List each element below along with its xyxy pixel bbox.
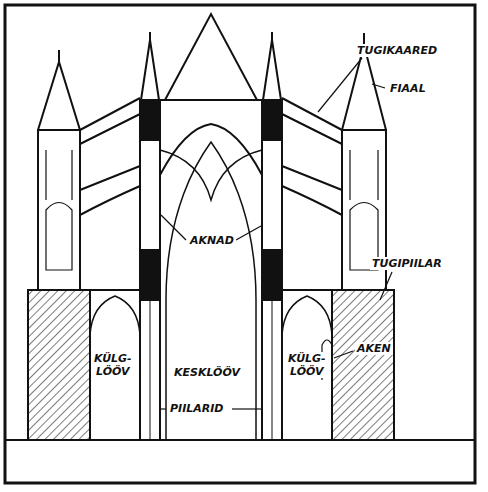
pier xyxy=(140,100,160,440)
pinnacle xyxy=(38,62,80,130)
part-label: KESKLÖÖV xyxy=(172,366,242,379)
flying-buttress xyxy=(282,166,342,215)
flying-buttress xyxy=(80,166,140,215)
pinnacle xyxy=(342,45,386,130)
part-label: TUGIPIILAR xyxy=(370,257,444,270)
pinnacle xyxy=(263,40,281,100)
buttress-tower xyxy=(38,130,80,290)
part-label: TUGIKAARED xyxy=(355,44,439,57)
part-label: FIAAL xyxy=(388,82,428,95)
buttress-pier xyxy=(332,290,394,440)
pinnacle xyxy=(141,40,159,100)
gable xyxy=(165,14,257,100)
part-label: AKNAD xyxy=(188,234,236,247)
part-label: KÜLG- LÖÖV xyxy=(92,352,134,378)
part-label: PIILARID xyxy=(168,402,225,415)
aisle-roof xyxy=(80,289,140,291)
leader-lines xyxy=(161,58,392,409)
part-label: KÜLG- LÖÖV xyxy=(286,352,328,378)
buttress-pier xyxy=(28,290,90,440)
aisle-roof xyxy=(282,289,342,291)
pier xyxy=(262,100,282,440)
aisle-arch xyxy=(282,296,332,440)
vault xyxy=(160,124,262,175)
aisle-arch xyxy=(90,296,140,440)
part-label: AKEN xyxy=(355,342,393,355)
flying-buttress xyxy=(282,98,342,144)
flying-buttress xyxy=(80,98,140,144)
nave-arch xyxy=(166,142,256,440)
frame xyxy=(5,5,475,483)
